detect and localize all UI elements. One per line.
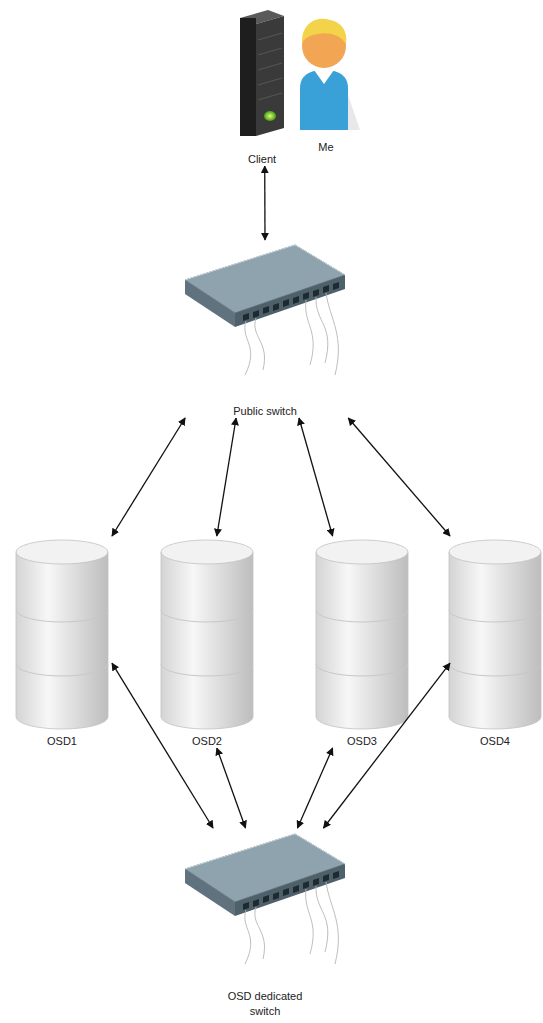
connector-arrow xyxy=(217,418,236,536)
storage-node: OSD4 xyxy=(450,536,540,748)
node-label: OSD4 xyxy=(478,734,512,748)
connector-arrow xyxy=(264,166,266,240)
connector-arrow xyxy=(299,418,333,536)
switch-node: OSD dedicated switch xyxy=(200,828,330,1018)
node-label: Client xyxy=(246,152,278,166)
connector-arrow xyxy=(112,418,185,536)
node-label: Public switch xyxy=(231,404,299,418)
connector-arrow xyxy=(298,748,333,828)
storage-node: OSD3 xyxy=(313,536,411,748)
connector-arrow xyxy=(217,748,246,828)
node-label: OSD1 xyxy=(45,734,79,748)
person-node: Me xyxy=(296,6,356,154)
server-icon xyxy=(240,10,284,136)
disk-cylinder xyxy=(449,540,541,729)
person-icon xyxy=(300,19,360,130)
storage-node: OSD2 xyxy=(158,536,256,748)
switch-icon xyxy=(185,834,345,964)
node-label: OSD dedicated switch xyxy=(213,989,317,1018)
node-label: OSD2 xyxy=(190,734,224,748)
disk-cylinder xyxy=(316,540,408,729)
connector-arrow xyxy=(348,418,450,536)
server-node: Client xyxy=(228,6,296,166)
disk-cylinder xyxy=(161,540,253,729)
disk-cylinder xyxy=(16,540,108,729)
connector-arrow xyxy=(324,663,451,828)
node-label: Me xyxy=(316,140,335,154)
storage-node: OSD1 xyxy=(12,536,112,748)
node-label: OSD3 xyxy=(345,734,379,748)
switch-node: Public switch xyxy=(180,240,350,418)
switch-icon xyxy=(185,245,345,375)
